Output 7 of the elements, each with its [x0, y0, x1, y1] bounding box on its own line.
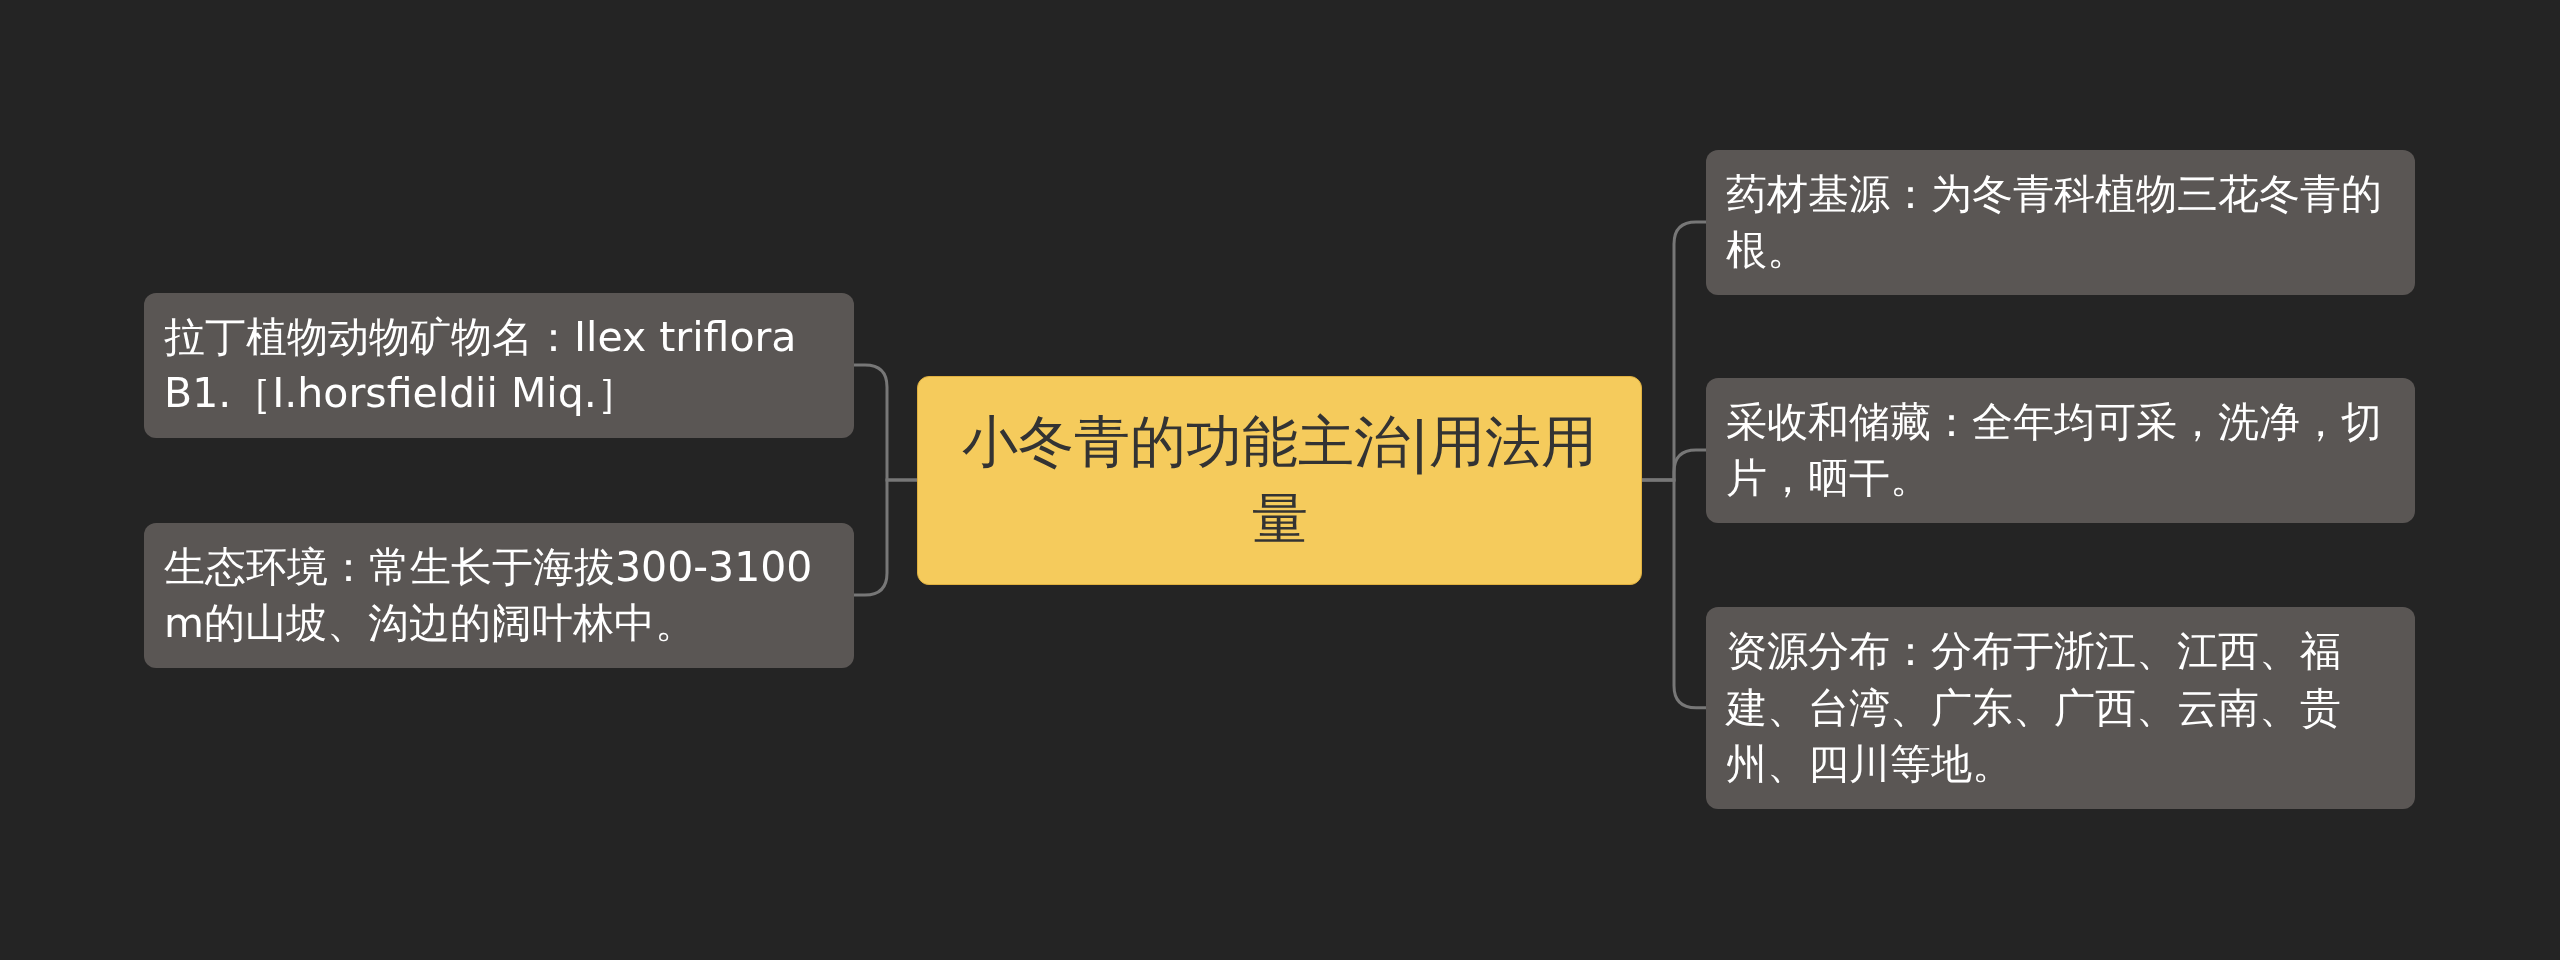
topic-box: 生态环境：常生长于海拔300-3100m的山坡、沟边的阔叶林中。 — [144, 522, 854, 668]
connector-line — [854, 478, 917, 597]
topic-box: 资源分布：分布于浙江、江西、福建、台湾、广东、广西、云南、贵州、四川等地。 — [1706, 607, 2415, 809]
topic-box: 拉丁植物动物矿物名：Ilex triflora B1.［I.horsfieldii Miq.］ — [144, 292, 854, 438]
topic-box: 药材基源：为冬青科植物三花冬青的根。 — [1706, 149, 2415, 295]
topic-box: 采收和储藏：全年均可采，洗净，切片，晒干。 — [1706, 377, 2415, 523]
central-topic-box: 小冬青的功能主治|用法用量 — [917, 375, 1642, 585]
